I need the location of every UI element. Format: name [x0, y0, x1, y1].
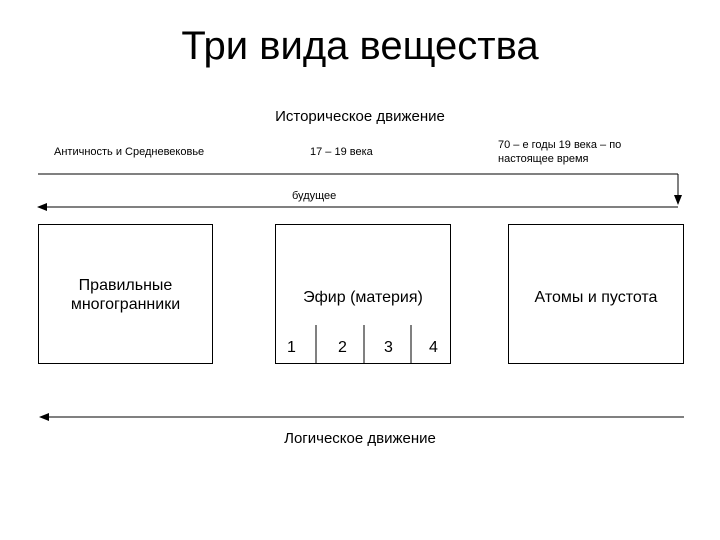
- atoms-box: [508, 224, 684, 364]
- polyhedra-box: [38, 224, 213, 364]
- historical-movement-label: Историческое движение: [275, 108, 445, 125]
- ether-box: [275, 224, 451, 364]
- diagram-title: Три вида вещества: [181, 24, 539, 68]
- ether-subdivision-3: 3: [384, 339, 393, 356]
- ether-subdivision-4: 4: [429, 339, 438, 356]
- period-17-19-label: 17 – 19 века: [310, 146, 373, 158]
- period-modern-label: 70 – е годы 19 века – по настоящее время: [498, 139, 622, 165]
- atoms-label: Атомы и пустота: [534, 289, 658, 306]
- ether-subdivision-1: 1: [287, 339, 296, 356]
- future-label: будущее: [292, 190, 337, 202]
- polyhedra-label: Правильные многогранники: [70, 277, 181, 313]
- period-antiquity-label: Античность и Средневековье: [54, 146, 205, 158]
- ether-label: Эфир (материя): [303, 289, 423, 306]
- ether-subdivision-2: 2: [338, 339, 347, 356]
- logical-movement-label: Логическое движение: [284, 430, 436, 447]
